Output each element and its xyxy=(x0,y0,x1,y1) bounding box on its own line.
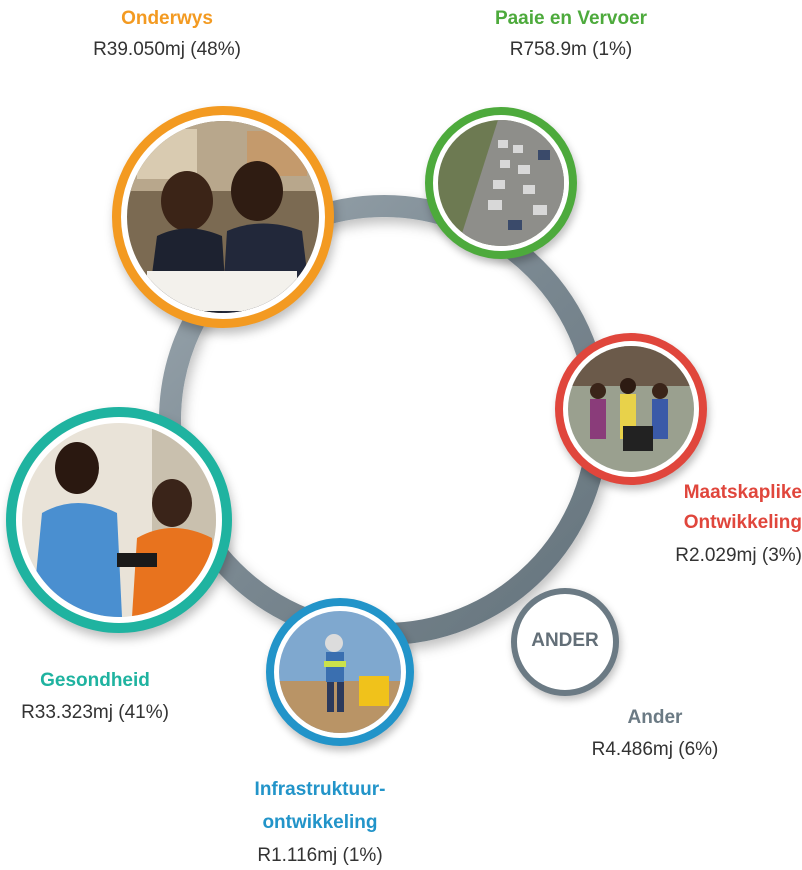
nurse-patient-photo xyxy=(22,423,216,617)
health-circle xyxy=(6,407,232,633)
social-circle xyxy=(555,333,707,485)
education-circle xyxy=(112,106,334,328)
social-title-line2: Ontwikkeling xyxy=(683,512,802,533)
roads-circle xyxy=(425,107,577,259)
infrastructure-value: R1.116mj (1%) xyxy=(257,845,383,866)
infrastructure-circle xyxy=(266,598,414,746)
infrastructure-title-line1: Infrastruktuur- xyxy=(254,779,386,800)
students-photo xyxy=(127,121,319,313)
social-value: R2.029mj (3%) xyxy=(675,545,802,566)
infrastructure-title-line2: ontwikkeling xyxy=(262,812,378,833)
other-title: Ander xyxy=(627,707,683,728)
other-value: R4.486mj (6%) xyxy=(591,739,719,760)
community-walk-photo xyxy=(568,346,694,472)
traffic-photo xyxy=(438,120,564,246)
education-value: R39.050mj (48%) xyxy=(93,39,241,60)
education-title: Onderwys xyxy=(121,8,213,29)
other-circle: ANDER xyxy=(511,588,619,696)
health-value: R33.323mj (41%) xyxy=(21,702,169,723)
construction-worker-photo xyxy=(279,611,401,733)
health-title: Gesondheid xyxy=(40,670,150,691)
roads-value: R758.9m (1%) xyxy=(509,39,633,60)
other-circle-label: ANDER xyxy=(531,630,599,651)
social-title-line1: Maatskaplike xyxy=(683,482,802,503)
roads-title: Paaie en Vervoer xyxy=(494,8,648,29)
